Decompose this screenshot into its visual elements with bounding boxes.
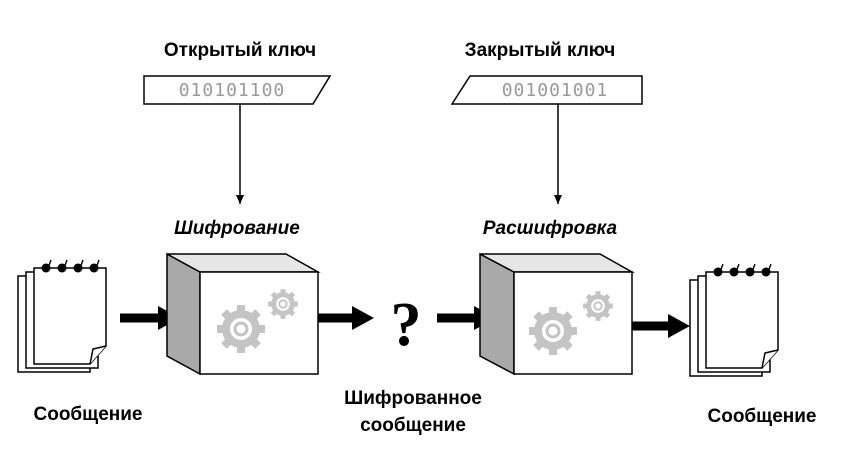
decryption-box xyxy=(479,252,635,376)
encrypted-message-label-line1: Шифрованное xyxy=(344,388,482,409)
encryption-label: Шифрование xyxy=(174,218,300,239)
source-message-label: Сообщение xyxy=(34,404,143,425)
encryption-box xyxy=(166,252,321,376)
private-key-bits: 001001001 xyxy=(502,80,609,101)
ciphertext-question-mark: ? xyxy=(391,291,422,359)
arrow-to-result-head xyxy=(668,314,690,338)
source-document-icon xyxy=(17,259,107,373)
encrypted-message-label-line2: сообщение xyxy=(360,415,466,436)
arrow-to-ciphertext-head xyxy=(352,306,374,330)
result-message-label: Сообщение xyxy=(708,406,817,427)
decryption-label: Расшифровка xyxy=(483,218,618,239)
public-key-tag xyxy=(143,75,332,105)
result-document-icon xyxy=(689,263,779,377)
public-key-bits: 010101100 xyxy=(179,80,286,101)
private-key-tag xyxy=(450,75,643,105)
private-key-label: Закрытый ключ xyxy=(465,40,616,61)
public-key-label: Открытый ключ xyxy=(164,40,316,61)
